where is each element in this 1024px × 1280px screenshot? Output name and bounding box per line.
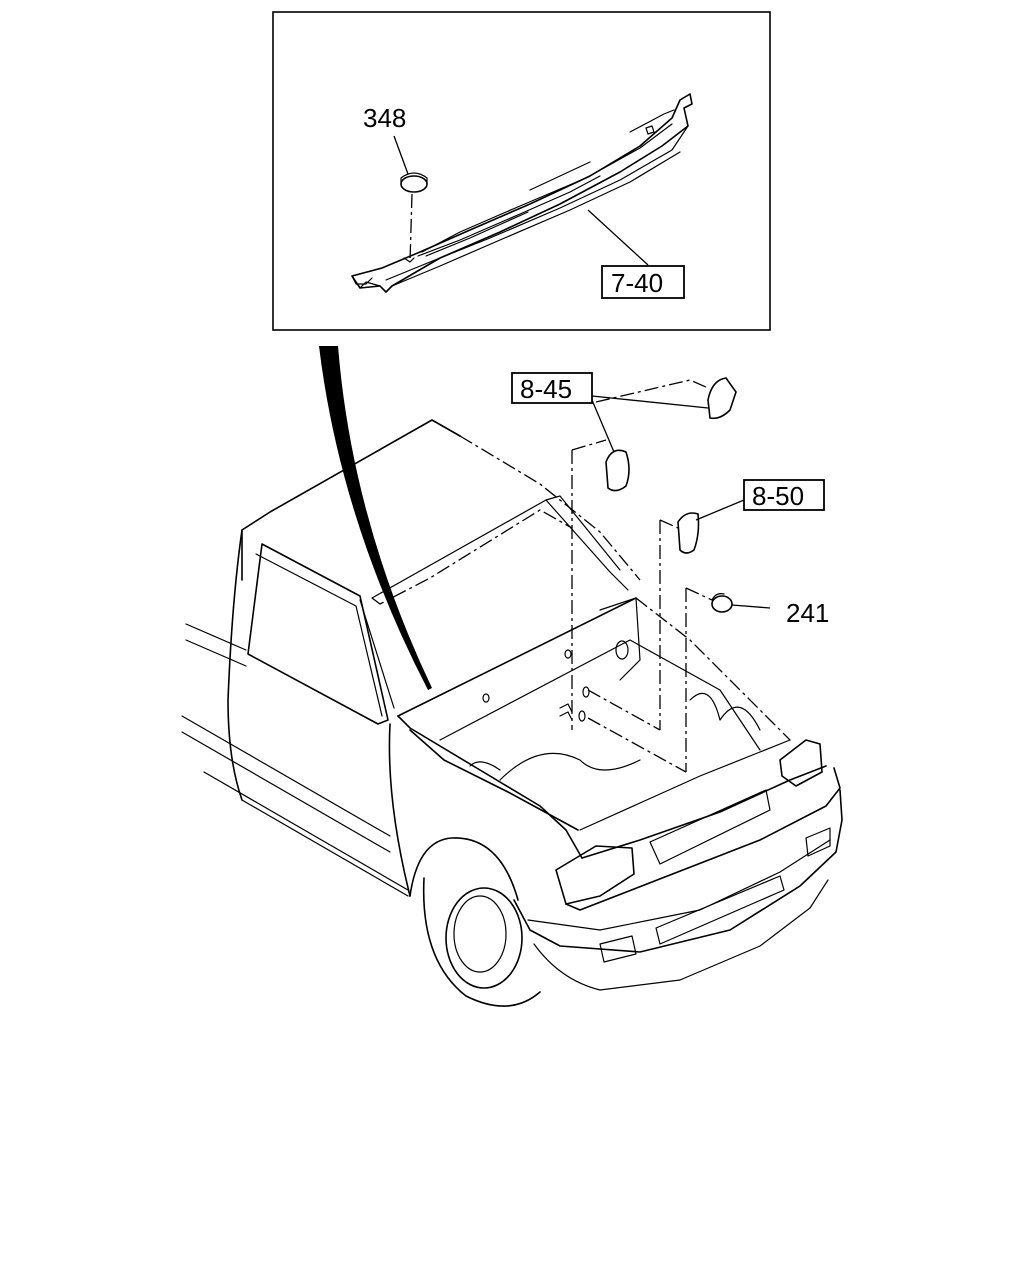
- inset-frame: [272, 11, 771, 331]
- callout-348: 348: [363, 103, 409, 175]
- callout-241-label: 241: [786, 598, 829, 628]
- pad-8-45-parts: [571, 377, 737, 730]
- detail-pointer: [319, 346, 432, 690]
- callout-241: 241: [731, 598, 829, 628]
- plug-241-part: [587, 587, 733, 773]
- callout-8-50: 8-50: [695, 479, 825, 521]
- callout-8-45: 8-45: [511, 372, 709, 453]
- front-header-panel: [351, 93, 693, 293]
- callout-8-45-label: 8-45: [520, 374, 572, 404]
- callout-8-50-label: 8-50: [752, 481, 804, 511]
- plug-348-part: [400, 172, 428, 263]
- callout-7-40-label: 7-40: [611, 268, 663, 298]
- callout-348-label: 348: [363, 103, 406, 133]
- detail-inset: 348 7-40: [272, 11, 771, 331]
- pad-8-50-part: [587, 512, 700, 731]
- pickup-truck-drawing: [181, 419, 843, 1007]
- callout-7-40: 7-40: [587, 209, 685, 299]
